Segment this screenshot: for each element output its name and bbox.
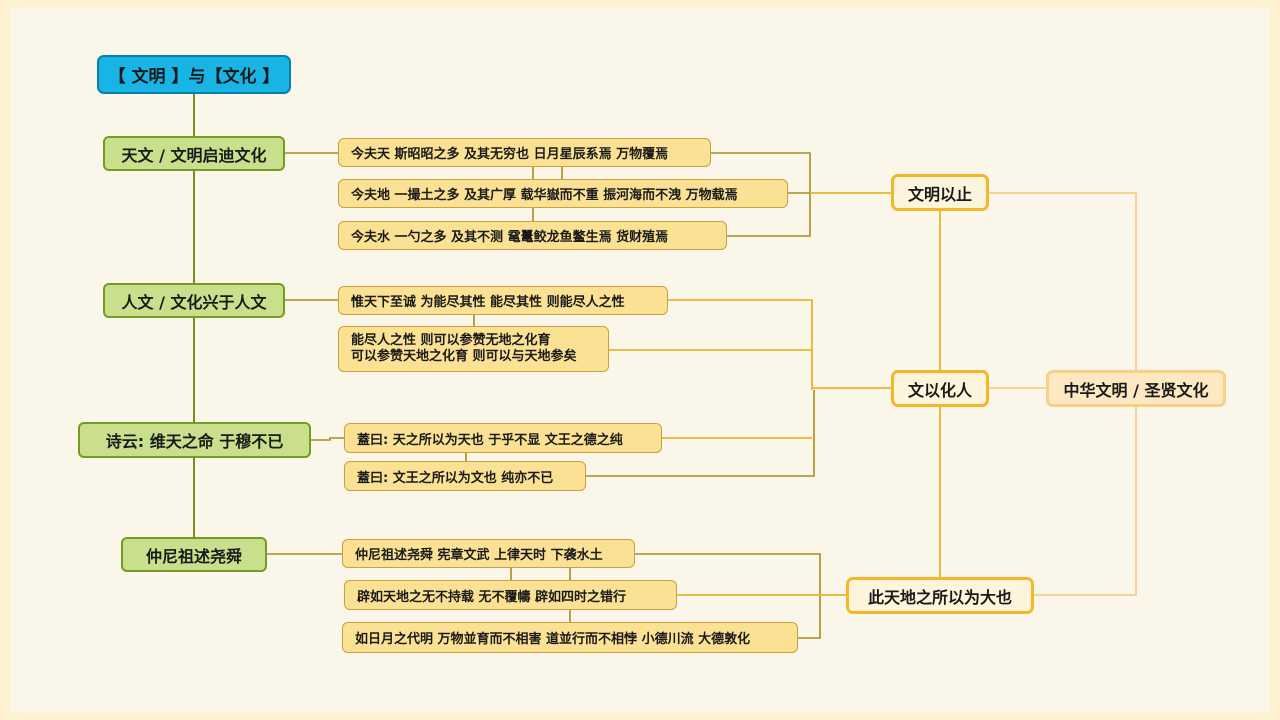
- leaf-line: 能尽人之性 则可以参赞无地之化育: [351, 333, 551, 348]
- leaf-node[interactable]: 辟如天地之无不持载 无不覆幬 辟如四时之错行: [344, 580, 677, 610]
- leaf-bracket: [586, 390, 815, 477]
- leaf-node[interactable]: 今夫水 一勺之多 及其不测 鼋鼍鲛龙鱼鳖生焉 货财殖焉: [338, 221, 727, 250]
- hub-connector: [609, 299, 891, 439]
- branch-connector: [311, 437, 344, 441]
- leaf-node[interactable]: 蓋曰: 天之所以为天也 于乎不显 文王之德之纯: [344, 423, 662, 453]
- leaf-line: 可以参赞天地之化育 则可以与天地参矣: [351, 349, 577, 364]
- leaf-node[interactable]: 如日月之代明 万物並育而不相害 道並行而不相悖 小德川流 大德敦化: [342, 622, 798, 653]
- hub-wen-yi-hua-ren[interactable]: 文以化人: [891, 370, 989, 407]
- leaf-node[interactable]: 仲尼祖述尧舜 宪章文武 上律天时 下袭水土: [342, 539, 635, 568]
- branch-renwen[interactable]: 人文 / 文化兴于人文: [103, 283, 285, 318]
- leaf-node[interactable]: 惟天下至诚 为能尽其性 能尽其性 则能尽人之性: [338, 286, 668, 315]
- root-connector: [989, 192, 1137, 596]
- leaf-bracket: [635, 553, 821, 639]
- branch-tianwen[interactable]: 天文 / 文明启迪文化: [103, 136, 285, 171]
- hub-wenming-yizhi[interactable]: 文明以止: [891, 174, 989, 211]
- leaf-link: [532, 167, 563, 221]
- leaf-node[interactable]: 今夫天 斯昭昭之多 及其无穷也 日月星辰系焉 万物覆焉: [338, 138, 711, 167]
- leaf-link: [510, 568, 571, 622]
- leaf-node-multiline[interactable]: 能尽人之性 则可以参赞无地之化育 可以参赞天地之化育 则可以与天地参矣: [338, 326, 609, 372]
- leaf-node[interactable]: 蓋曰: 文王之所以为文也 纯亦不已: [344, 461, 586, 491]
- map-title[interactable]: 【 文明 】与【文化 】: [97, 55, 291, 94]
- root-node[interactable]: 中华文明 / 圣贤文化: [1046, 370, 1226, 407]
- branch-zhongni[interactable]: 仲尼祖述尧舜: [121, 537, 267, 572]
- leaf-node[interactable]: 今夫地 一撮土之多 及其广厚 载华嶽而不重 振河海而不洩 万物载焉: [338, 179, 788, 208]
- hub-tiandi-weida[interactable]: 此天地之所以为大也: [846, 577, 1034, 614]
- branch-shiyun[interactable]: 诗云: 维天之命 于穆不已: [78, 422, 311, 458]
- leaf-bracket: [711, 152, 811, 237]
